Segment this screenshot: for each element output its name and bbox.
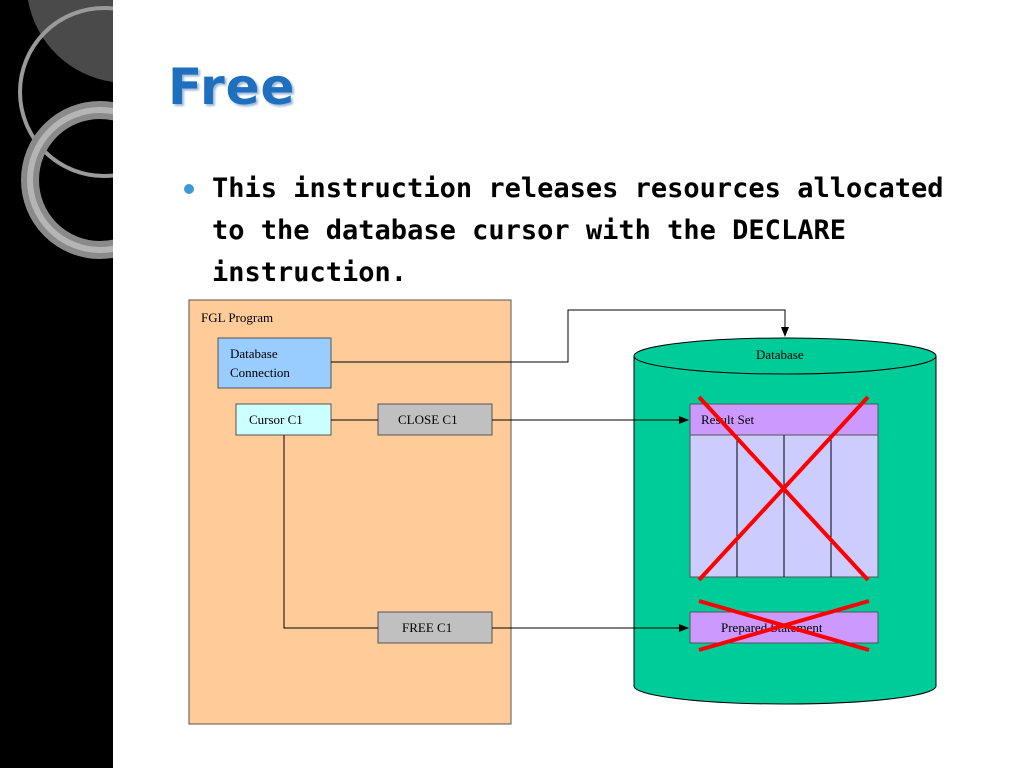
- slide-title: Free: [168, 58, 296, 116]
- decorative-ring-outer: [18, 6, 113, 178]
- decorative-ring-highlight: [27, 107, 113, 253]
- bullet-dot-icon: [184, 184, 194, 194]
- database-label: Database: [756, 347, 804, 362]
- cursor-to-free-line: [283, 435, 378, 629]
- bullet-text: This instruction releases resources allo…: [212, 173, 944, 288]
- decorative-rings: [18, 0, 113, 259]
- cursor-c1-box: [235, 403, 332, 436]
- bullet-list: This instruction releases resources allo…: [182, 168, 972, 294]
- free-c1-label: FREE C1: [402, 620, 452, 635]
- cursor-c1-label: Cursor C1: [249, 412, 303, 427]
- connection-arrow: [331, 309, 789, 363]
- database-cylinder-top: [633, 337, 937, 375]
- decorative-arc-fill: [28, 0, 113, 82]
- decorative-side-band: [0, 0, 113, 768]
- database-connection-box: [217, 337, 332, 389]
- database-connection-label-line1: Database: [230, 346, 278, 361]
- database-connection-label-line2: Connection: [230, 365, 290, 380]
- free-c1-box: [377, 611, 493, 644]
- close-c1-label: CLOSE C1: [398, 412, 458, 427]
- result-set-cross-icon: [697, 395, 870, 582]
- close-c1-box: [377, 403, 493, 436]
- bullet-item: This instruction releases resources allo…: [182, 168, 972, 294]
- prepared-statement-cross-icon: [698, 599, 870, 652]
- fgl-program-label: FGL Program: [201, 310, 273, 325]
- result-set-label: Result Set: [701, 412, 754, 427]
